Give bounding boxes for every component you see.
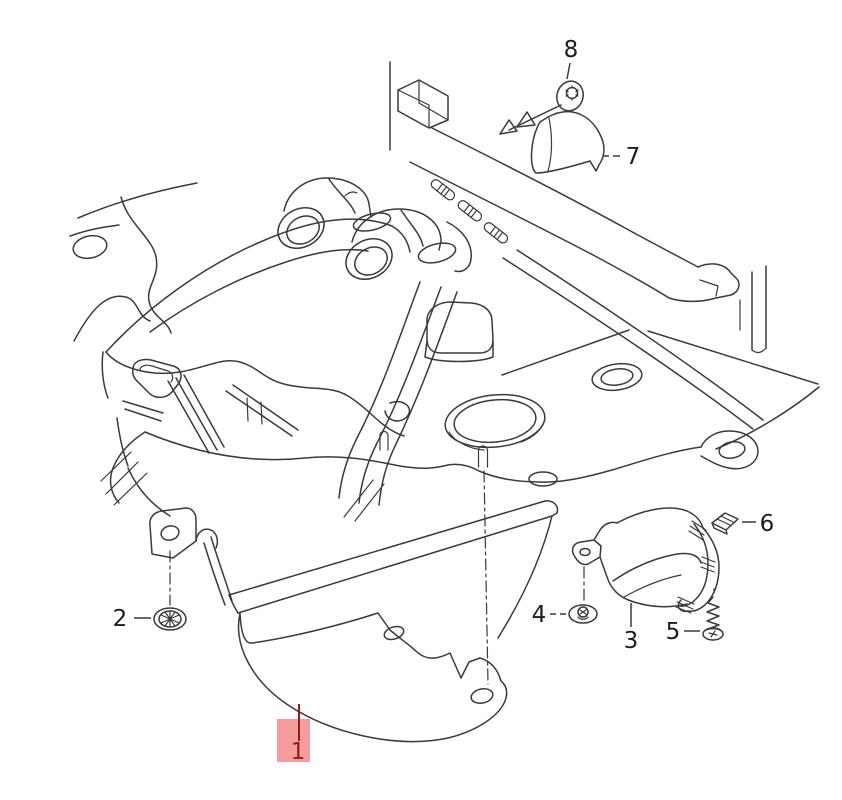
callout-5[interactable]: 5: [666, 619, 700, 645]
exhaust-pipes: [277, 177, 472, 280]
body-edge-lines: [69, 182, 198, 467]
callout-8-leader: [566, 62, 571, 80]
side-bracket-3: [571, 507, 720, 614]
weld-stud: [457, 200, 483, 222]
callout-6-number[interactable]: 6: [760, 511, 775, 537]
clip-icon: [711, 512, 739, 535]
insulation-panel-1: [149, 500, 559, 743]
grommet-icon: [508, 80, 584, 131]
weld-stud: [430, 179, 456, 201]
alignment-lines: [169, 470, 585, 685]
callout-8-number[interactable]: 8: [564, 37, 579, 63]
crossmember: [389, 61, 767, 354]
bump-stop: [424, 301, 494, 363]
callout-5-number[interactable]: 5: [666, 619, 681, 645]
underbody-line-art: [69, 61, 820, 743]
weld-stud: [483, 222, 509, 244]
fastener-glyphs: [153, 80, 739, 641]
callout-7[interactable]: 7: [603, 144, 640, 170]
subframe-lines: [122, 358, 299, 454]
callout-4-number[interactable]: 4: [532, 602, 547, 628]
cover-piece-7: [530, 111, 605, 174]
callout-4[interactable]: 4: [532, 602, 566, 628]
heat-shield-outline: [105, 218, 411, 437]
callout-1[interactable]: 1: [277, 704, 310, 765]
underbody-pan: [100, 249, 820, 517]
callout-1-number[interactable]: 1: [291, 739, 306, 765]
washer-nut-icon: [568, 604, 598, 624]
downpipe-lines: [338, 281, 458, 522]
tapping-screw-icon: [702, 588, 724, 641]
callout-6[interactable]: 6: [742, 511, 774, 537]
callout-8[interactable]: 8: [564, 37, 579, 80]
callout-7-number[interactable]: 7: [626, 144, 641, 170]
speed-nut-icon: [153, 607, 187, 631]
callout-2-number[interactable]: 2: [113, 606, 128, 632]
callout-3[interactable]: 3: [624, 603, 639, 654]
callouts: 1 2 3 4 5 6 7 8: [113, 37, 775, 765]
highlight-box[interactable]: [277, 719, 310, 762]
callout-2[interactable]: 2: [113, 606, 151, 632]
callout-3-number[interactable]: 3: [624, 628, 639, 654]
